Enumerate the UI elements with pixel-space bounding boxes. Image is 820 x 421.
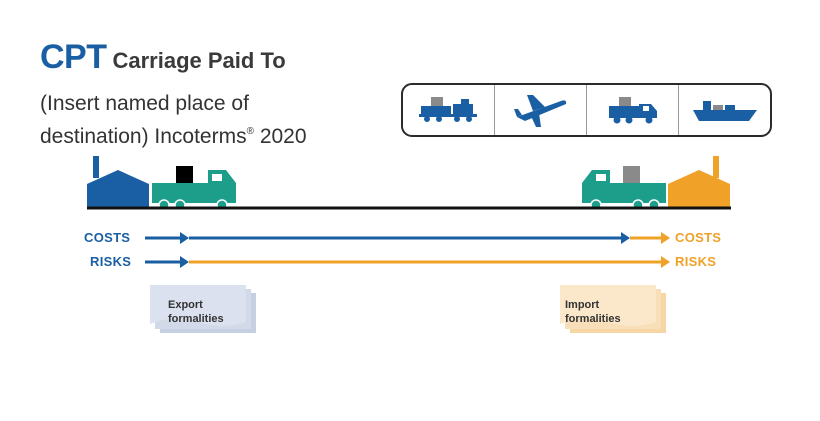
mode-cell-sea <box>679 85 770 135</box>
subtitle: (Insert named place of destination) Inco… <box>40 90 400 151</box>
subtitle-line-1: (Insert named place of <box>40 92 249 115</box>
export-label-line-2: formalities <box>168 313 224 325</box>
import-document-stack <box>560 285 666 333</box>
transport-mode-box <box>401 83 772 137</box>
buyer-warehouse-icon <box>668 156 730 208</box>
airplane-icon <box>513 95 566 127</box>
incoterm-name: Carriage Paid To <box>112 48 286 73</box>
risks-seller-label: RISKS <box>90 254 132 269</box>
risks-buyer-label: RISKS <box>675 254 717 269</box>
costs-flow <box>145 232 670 244</box>
train-icon <box>418 97 477 122</box>
export-formalities-label: Export formalities <box>168 298 224 326</box>
costs-seller-label: COSTS <box>84 230 131 245</box>
import-label-line-1: Import <box>565 299 600 311</box>
mode-cell-air <box>495 85 587 135</box>
import-formalities-label: Import formalities <box>565 298 621 326</box>
truck-icon <box>608 97 657 124</box>
export-label-line-1: Export <box>168 299 203 311</box>
ship-icon <box>692 101 757 121</box>
mode-cell-train <box>403 85 495 135</box>
mode-cell-road <box>587 85 679 135</box>
export-document-stack <box>150 285 256 333</box>
subtitle-year: 2020 <box>259 125 307 148</box>
import-label-line-2: formalities <box>565 313 621 325</box>
risks-flow <box>145 256 670 268</box>
seller-warehouse-icon <box>87 156 149 208</box>
subtitle-line-2: destination) Incoterms <box>40 125 247 148</box>
registered-mark: ® <box>246 126 254 137</box>
costs-buyer-label: COSTS <box>675 230 722 245</box>
incoterm-code: CPT <box>40 38 107 76</box>
buyer-truck-icon <box>582 166 666 211</box>
seller-truck-icon <box>152 166 236 211</box>
